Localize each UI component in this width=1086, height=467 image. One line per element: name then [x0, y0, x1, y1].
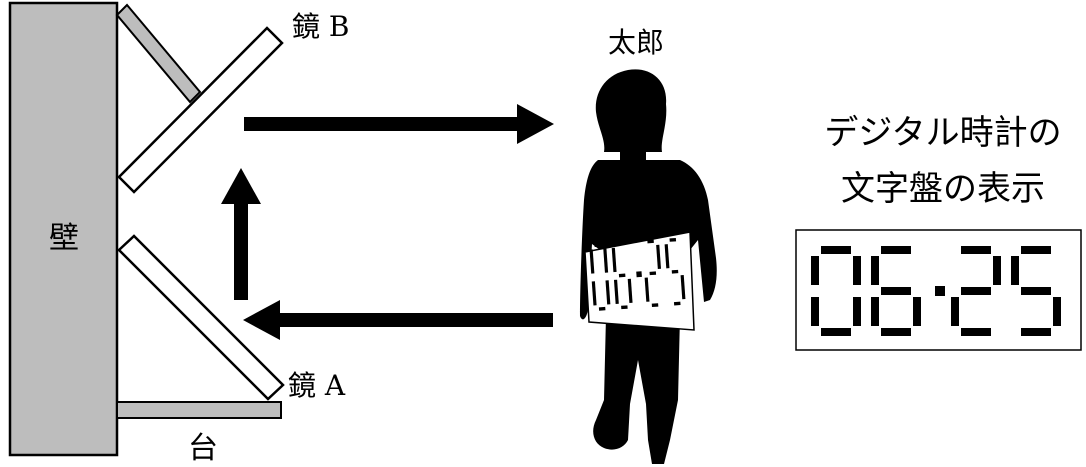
segment-f — [664, 244, 670, 269]
segment-g — [649, 271, 657, 276]
mirror-b-support — [115, 3, 202, 104]
segment-b — [993, 256, 1001, 285]
mirror-b — [117, 26, 284, 194]
digit-0 — [589, 243, 611, 311]
colon-dot — [636, 271, 642, 278]
segment-d — [1021, 328, 1051, 336]
mirror-a-label: 鏡 A — [288, 369, 346, 402]
person-label: 太郎 — [608, 26, 664, 59]
segment-c — [1053, 297, 1061, 326]
held-sign-digits — [589, 237, 686, 311]
light-path-arrows — [221, 104, 554, 340]
segment-a — [616, 241, 624, 246]
segment-e — [951, 297, 959, 326]
segment-d — [961, 328, 991, 336]
segment-a — [594, 243, 602, 248]
segment-a — [961, 246, 991, 254]
segment-a — [647, 239, 654, 244]
segment-d — [821, 328, 851, 336]
segment-c — [680, 275, 686, 300]
digit-5 — [664, 237, 686, 306]
mirror-a — [117, 234, 285, 401]
arrow-top-head — [517, 104, 554, 144]
clock-digits — [811, 246, 1061, 336]
segment-a — [669, 237, 677, 242]
arrow-top-shaft — [244, 117, 521, 131]
digit-2 — [644, 239, 661, 308]
segment-b — [656, 244, 661, 269]
segment-b — [853, 256, 861, 285]
segment-a — [1021, 246, 1051, 254]
segment-e — [644, 277, 650, 302]
segment-e — [871, 297, 879, 326]
segment-g — [671, 269, 679, 274]
segment-c — [605, 280, 611, 305]
held-sign — [584, 231, 695, 331]
mirror-b-label: 鏡 B — [292, 10, 349, 43]
arrow-bottom-head — [243, 300, 280, 340]
segment-b — [603, 248, 609, 273]
caption-line-1: デジタル時計の — [824, 113, 1061, 153]
segment-d — [881, 328, 911, 336]
digit-5 — [1011, 246, 1061, 336]
caption-line-2: 文字盤の表示 — [841, 169, 1045, 209]
segment-c — [627, 278, 633, 303]
segment-f — [611, 247, 617, 273]
segment-c — [913, 297, 921, 326]
segment-e — [811, 297, 819, 326]
segment-d — [598, 306, 606, 311]
colon-dot — [935, 286, 945, 296]
segment-d — [621, 305, 628, 310]
segment-g — [881, 287, 911, 295]
wall — [8, 1, 119, 457]
segment-f — [1011, 256, 1019, 285]
segment-f — [811, 256, 819, 285]
segment-g — [961, 287, 991, 295]
segment-e — [613, 279, 619, 304]
digit-2 — [951, 246, 1001, 336]
segment-f — [871, 256, 879, 285]
digit-6 — [871, 246, 921, 336]
stand-label: 台 — [188, 431, 218, 466]
stand — [116, 401, 282, 419]
arrow-vertical-head — [221, 168, 261, 204]
arrow-bottom-shaft — [278, 313, 553, 327]
digit-0 — [811, 246, 861, 336]
segment-c — [853, 297, 861, 326]
segment-a — [881, 246, 911, 254]
segment-d — [651, 303, 659, 308]
segment-g — [618, 273, 626, 278]
digit-6 — [611, 241, 633, 310]
person-legs — [593, 316, 680, 464]
wall-label: 壁 — [49, 221, 79, 256]
segment-f — [589, 249, 595, 274]
segment-e — [591, 281, 597, 306]
person-head — [595, 69, 667, 152]
segment-g — [1021, 287, 1051, 295]
segment-d — [673, 301, 681, 306]
arrow-vertical-shaft — [234, 200, 248, 300]
segment-a — [821, 246, 851, 254]
